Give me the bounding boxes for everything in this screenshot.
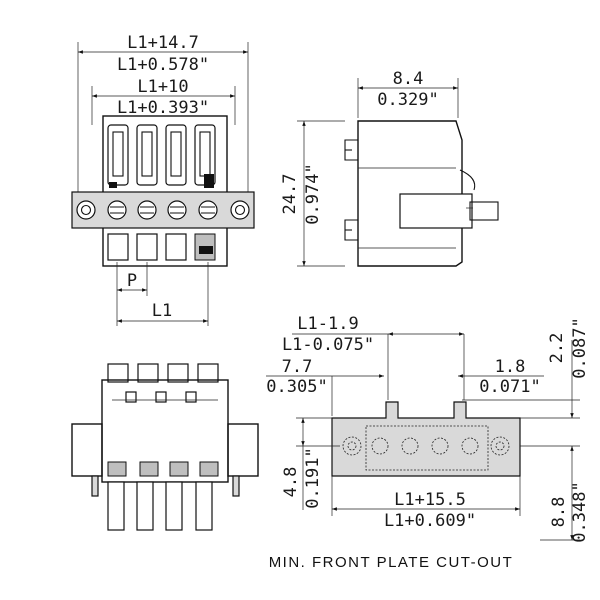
- marking: [109, 182, 117, 188]
- marking: [204, 174, 214, 188]
- dim-right-in: 0.071": [479, 377, 540, 397]
- wire-entry: [107, 233, 129, 261]
- dim-left-height-mm: 4.8: [281, 467, 301, 498]
- cutout-outline: [331, 401, 521, 477]
- footprint-screws: [371, 437, 479, 455]
- dim-tab-mm: 2.2: [547, 333, 567, 364]
- dim-left-mm: 7.7: [282, 357, 313, 377]
- latch-tab: [107, 363, 129, 383]
- dim-left-in: 0.305": [266, 377, 327, 397]
- dim-right-mm: 1.8: [495, 357, 526, 377]
- dim-right-height-mm: 8.8: [549, 497, 569, 528]
- cutout-caption: MIN. FRONT PLATE CUT-OUT: [269, 554, 514, 571]
- dim-pitch: P: [127, 271, 137, 291]
- screw-body: [399, 193, 473, 229]
- wire-entry: [136, 233, 158, 261]
- dim-l1: L1: [152, 301, 172, 321]
- iso-flange-right: [227, 423, 259, 477]
- cutout-view: L1-1.9 L1-0.075" 7.7 0.305" 1.8 0.071" 2…: [266, 314, 590, 571]
- latch-tab: [137, 363, 159, 383]
- dim-depth-mm: 8.4: [393, 69, 424, 89]
- dim-bottom-mm: L1+15.5: [394, 490, 466, 510]
- latch-tab: [167, 363, 189, 383]
- screw-tip: [469, 201, 499, 221]
- side-view: 8.4 0.329" 24.7 0.974": [280, 69, 499, 267]
- mounting-flange: [71, 191, 255, 229]
- latch-tab: [197, 363, 219, 383]
- dim-depth-in: 0.329": [377, 90, 438, 110]
- release-lever: [459, 169, 476, 191]
- dim-height-mm: 24.7: [280, 174, 300, 215]
- dim-bottom-in: L1+0.609": [384, 511, 476, 531]
- flange-screw-right: [230, 200, 250, 220]
- iso-view: [71, 363, 259, 531]
- dim-overall-mm: L1+14.7: [127, 33, 199, 53]
- dim-overall-in: L1+0.578": [117, 55, 209, 75]
- dim-top-mm: L1-1.9: [297, 314, 358, 334]
- wire-entry: [165, 233, 187, 261]
- flange-screw-left: [76, 200, 96, 220]
- front-housing: [102, 115, 228, 267]
- dim-height-in: 0.974": [303, 163, 323, 224]
- dim-right-height-in: 0.348": [570, 481, 590, 542]
- iso-flange-left: [71, 423, 103, 477]
- marking: [199, 246, 213, 254]
- contact-pins: [91, 475, 240, 531]
- front-view: L1+14.7 L1+0.578" L1+10 L1+0.393": [71, 33, 255, 326]
- dim-top-in: L1-0.075": [282, 335, 374, 355]
- dim-inner-in: L1+0.393": [117, 98, 209, 118]
- terminal-screws: [107, 200, 218, 220]
- dim-inner-mm: L1+10: [137, 77, 188, 97]
- dim-tab-in: 0.087": [570, 317, 590, 378]
- connector-footprint: [365, 425, 489, 471]
- dim-left-height-in: 0.191": [303, 447, 323, 508]
- side-housing: [357, 120, 463, 267]
